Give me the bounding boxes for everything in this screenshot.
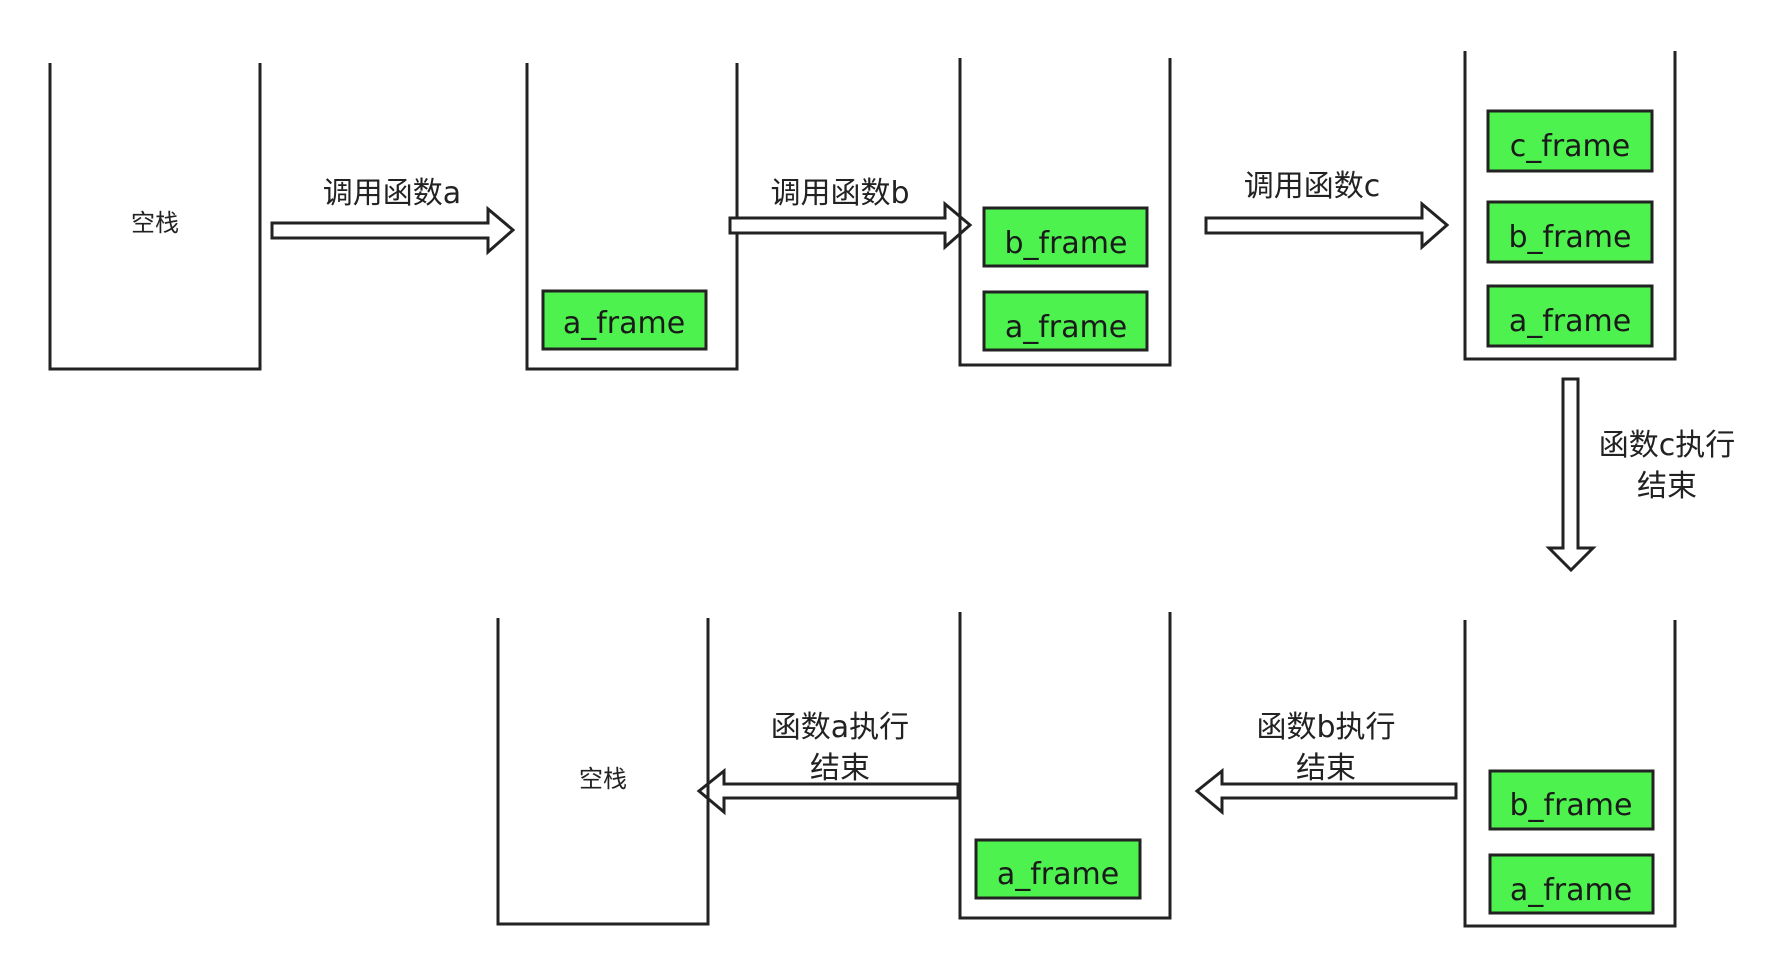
frame-label: a_frame — [1510, 873, 1632, 908]
frame-box — [974, 838, 1142, 900]
frame-label: a_frame — [997, 857, 1119, 892]
frame-box — [982, 290, 1149, 352]
frame-label: b_frame — [1509, 788, 1632, 823]
arrow-c-done-label-line2: 结束 — [1637, 469, 1697, 504]
arrow-a-done-label-line1: 函数a执行 — [771, 710, 909, 745]
empty-stack-label: 空栈 — [579, 765, 627, 793]
arrow-c-done-label-line1: 函数c执行 — [1599, 428, 1736, 463]
frame-label: a_frame — [563, 306, 685, 341]
arrow-a-done-label-line2: 结束 — [810, 751, 870, 786]
stack-abc-top: c_frame b_frame a_frame — [1463, 51, 1677, 361]
arrow-call-c: 调用函数c — [1204, 169, 1450, 251]
arrow-a-done: 函数a执行 结束 — [696, 710, 960, 816]
arrow-b-done-label-line1: 函数b执行 — [1256, 710, 1395, 745]
frame-box — [1486, 109, 1654, 173]
frame-box — [1486, 200, 1654, 264]
arrow-c-done: 函数c执行 结束 — [1545, 377, 1736, 573]
frame-box — [1488, 853, 1655, 915]
stack-a-bottom: a_frame — [958, 612, 1172, 920]
frame-label: a_frame — [1005, 310, 1127, 345]
arrow-b-done: 函数b执行 结束 — [1194, 710, 1458, 816]
frame-label: a_frame — [1509, 304, 1631, 339]
arrow-call-b: 调用函数b — [728, 176, 973, 251]
frame-label: c_frame — [1510, 129, 1630, 164]
arrow-call-b-label: 调用函数b — [770, 176, 909, 211]
frame-label: b_frame — [1508, 220, 1631, 255]
frame-box — [541, 289, 708, 351]
arrow-call-a-label: 调用函数a — [323, 176, 461, 211]
arrow-call-c-label: 调用函数c — [1244, 169, 1381, 204]
frame-box — [1488, 769, 1655, 831]
frame-box — [1486, 284, 1654, 348]
stack-ab-top: b_frame a_frame — [958, 58, 1172, 367]
stack-empty-top: 空栈 — [48, 63, 262, 371]
empty-stack-label: 空栈 — [131, 209, 179, 237]
frame-label: b_frame — [1004, 226, 1127, 261]
arrow-call-a: 调用函数a — [270, 176, 516, 256]
stack-a-top: a_frame — [525, 63, 739, 371]
stack-ab-bottom: b_frame a_frame — [1463, 620, 1677, 928]
frame-box — [982, 206, 1149, 268]
arrow-b-done-label-line2: 结束 — [1296, 751, 1356, 786]
stack-empty-bottom: 空栈 — [496, 618, 710, 926]
